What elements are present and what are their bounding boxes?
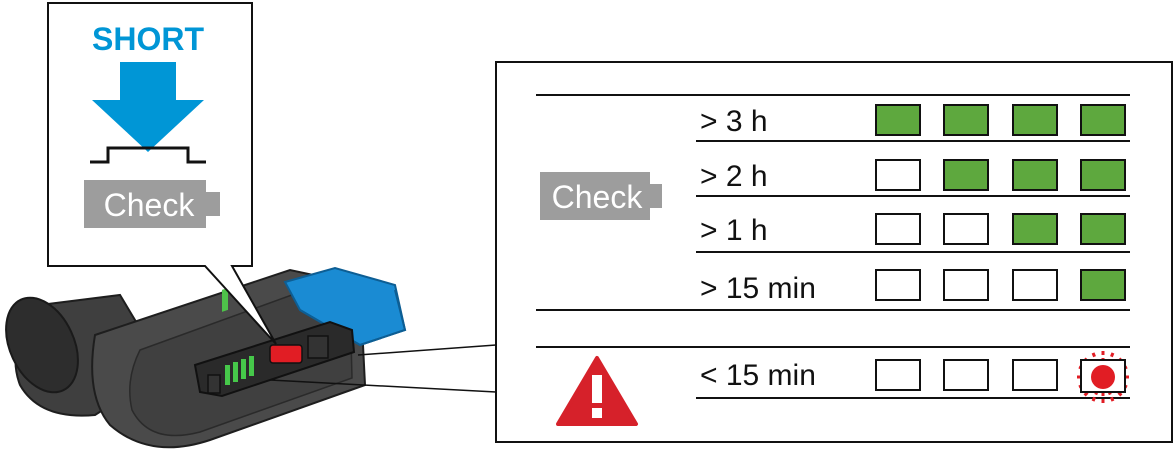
legend-row-2-segment-3 [1012,159,1058,191]
callout-check-label: Check [104,187,196,223]
legend-row-4-segment-4 [1080,269,1126,301]
button-press-icon [90,146,206,164]
blinking-led-icon [1076,350,1130,404]
transmitter-device [5,266,407,449]
legend-row-1-segment-1 [875,104,921,136]
legend-row-1-label: > 3 h [700,105,768,138]
legend-check-label: Check [552,179,644,215]
legend-row-1-segment-2 [943,104,989,136]
legend-row-2-label: > 2 h [700,160,768,193]
leader-line-top [357,344,497,356]
legend-row-3-segment-2 [943,213,989,245]
warning-icon [556,356,638,426]
legend-row-4-segment-2 [943,269,989,301]
press-callout: SHORT Check [47,2,277,345]
device-leds [222,287,228,312]
legend-row-2-segment-4 [1080,159,1126,191]
legend-row-1-segment-3 [1012,104,1058,136]
legend-check-badge: Check [540,172,662,220]
legend-row-warning-segment-1 [875,359,921,391]
legend-row-4-label: > 15 min [700,272,816,305]
legend-row-2-segment-2 [943,159,989,191]
legend-row-4-segment-1 [875,269,921,301]
legend-panel: Check > 3 h > 2 h > 1 h > 15 min < 15 min [495,61,1173,443]
legend-row-4-segment-3 [1012,269,1058,301]
mode-label: SHORT [92,21,204,57]
legend-row-3-label: > 1 h [700,214,768,247]
legend-row-1-segment-4 [1080,104,1126,136]
leader-line-bottom [269,379,497,393]
legend-rows: > 3 h > 2 h > 1 h > 15 min < 15 min [700,104,1130,404]
legend-row-warning-segment-3 [1012,359,1058,391]
legend-row-2-segment-1 [875,159,921,191]
legend-row-3-segment-3 [1012,213,1058,245]
legend-row-warning-label: < 15 min [700,359,816,392]
legend-row-3-segment-4 [1080,213,1126,245]
device-check-button [269,344,303,364]
arrow-down-icon [92,62,204,152]
battery-check-icon: Check [84,180,220,228]
legend-row-warning-segment-2 [943,359,989,391]
legend-row-3-segment-1 [875,213,921,245]
